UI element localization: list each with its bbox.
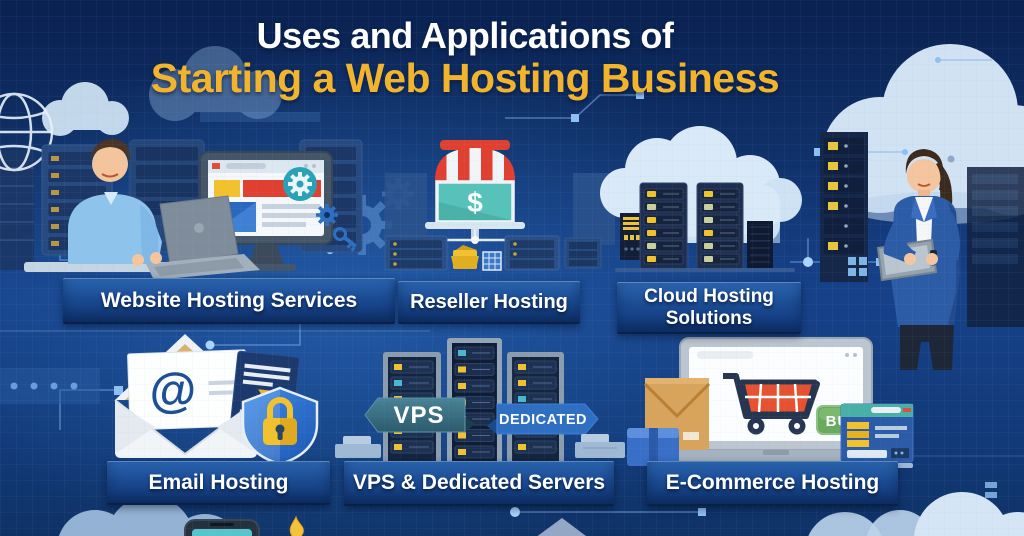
infographic-title: Uses and Applications of Starting a Web … [115,15,815,102]
website-hosting-illustration [24,139,363,280]
server-tower [447,338,502,468]
email-hosting-illustration: @ [114,334,319,466]
arm [883,212,916,264]
server-rack [967,167,1024,327]
key-icon [333,227,357,252]
hand [904,253,916,265]
building-windows [848,257,867,276]
shield-lock-icon [241,386,319,466]
folder-icon [451,245,479,269]
gear-badge-icon [283,167,317,201]
globe-icon [0,92,54,172]
server-box [504,235,560,271]
label-ecommerce-hosting: E-Commerce Hosting [647,461,898,506]
label-reseller-hosting: Reseller Hosting [398,281,580,324]
store-screen: $ [435,180,515,224]
shopping-cart-icon [723,373,820,435]
clouds-bottom-right [808,492,1024,536]
server-box [385,235,448,271]
hand [926,253,938,265]
server-tower [696,182,744,271]
server-box [564,237,602,269]
label-website-hosting-text: Website Hosting Services [100,288,358,312]
card-terminal-icon [840,403,914,463]
label-cloud-hosting: Cloud Hosting Solutions [617,282,801,334]
smartphone-icon [184,519,260,536]
laptop-base [655,450,897,464]
spreadsheet-icon [482,251,502,271]
dedicated-banner: DEDICATED [487,403,599,435]
label-reseller-hosting-text: Reseller Hosting [410,290,568,313]
vps-dedicated-illustration: VPS DEDICATED [335,338,625,468]
back-rack [385,173,427,245]
label-ecommerce-hosting-text: E-Commerce Hosting [665,471,880,495]
storefront-awning-icon [435,140,515,186]
pants [900,325,954,370]
woman-with-tablet-illustration [820,132,1024,370]
hand [132,254,144,266]
house-shape [537,518,586,536]
vps-banner: VPS [364,397,475,433]
laptop [146,195,260,280]
label-email-hosting-text: Email Hosting [148,470,289,494]
webpage-yellow-block [214,180,240,197]
flame-icon [289,515,304,536]
title-line2: Starting a Web Hosting Business [150,55,780,102]
ecommerce-hosting-illustration: BUY [627,337,914,468]
dedicated-badge-text: DEDICATED [499,412,587,428]
label-cloud-hosting-text: Cloud Hosting Solutions [644,286,774,329]
cloud-faint-title [149,46,282,121]
side-device [335,434,625,458]
label-website-hosting: Website Hosting Services [63,278,395,324]
hand [150,252,162,264]
gear-icon [316,204,338,226]
server-tower [639,182,688,271]
title-line1: Uses and Applications of [256,15,674,56]
box-icon [627,428,679,466]
cloud-hosting-illustration [600,126,802,272]
dollar-sign: $ [467,187,483,218]
cloud-top-left [42,82,129,136]
server-tower-small [747,221,773,268]
vps-badge-text: VPS [393,402,444,429]
reseller-hosting-illustration: $ [385,140,615,271]
arm [930,212,960,266]
shirt [915,197,933,244]
at-symbol: @ [148,364,197,419]
control-panel [620,213,642,260]
email-letter: @ [127,349,249,431]
label-vps-dedicated-text: VPS & Dedicated Servers [352,471,606,495]
label-email-hosting: Email Hosting [107,461,330,505]
person-with-laptop [68,139,162,264]
label-vps-dedicated: VPS & Dedicated Servers [344,461,614,506]
woman [876,149,960,370]
